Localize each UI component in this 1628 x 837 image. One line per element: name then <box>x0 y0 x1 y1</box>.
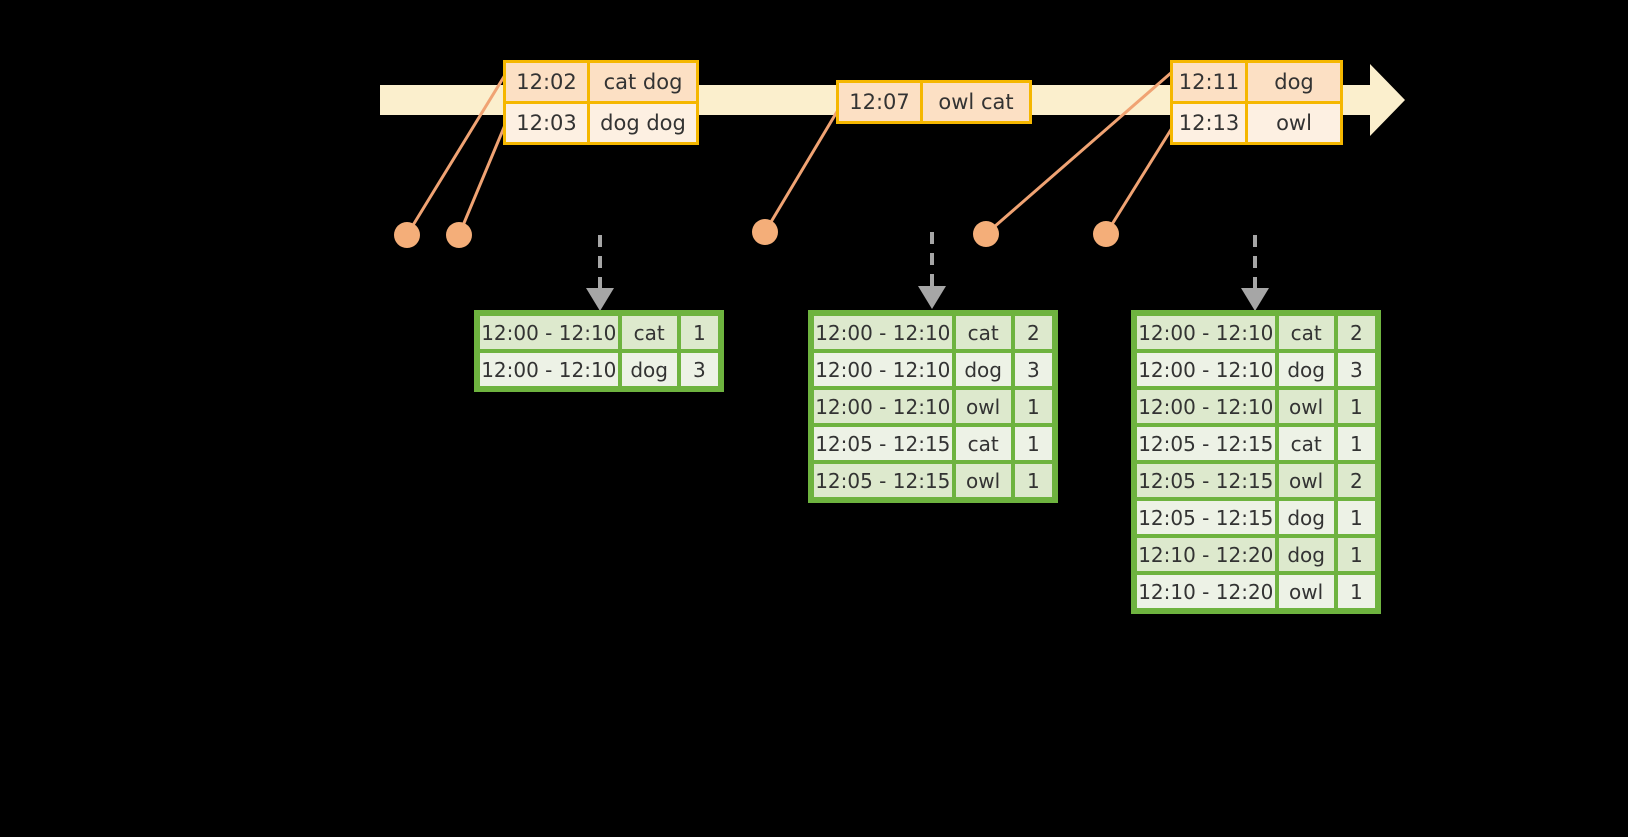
table-cell-key: dog <box>955 353 1011 386</box>
table-cell-window: 12:00 - 12:10 <box>814 353 952 386</box>
event-row: 12:07 owl cat <box>839 83 1029 121</box>
table-cell-key: owl <box>1278 464 1334 497</box>
table-cell-count: 2 <box>1014 316 1052 349</box>
table-cell-window: 12:00 - 12:10 <box>1137 316 1275 349</box>
event-time: 12:03 <box>506 104 590 142</box>
table-row: 12:00 - 12:10 cat 2 <box>812 314 1054 351</box>
event-words: cat dog <box>590 63 696 101</box>
table-cell-key: cat <box>955 427 1011 460</box>
event-words: owl <box>1248 104 1340 142</box>
event-marker-dots <box>394 219 1119 248</box>
table-cell-window: 12:05 - 12:15 <box>1137 464 1275 497</box>
table-cell-window: 12:05 - 12:15 <box>1137 501 1275 534</box>
event-row: 12:02 cat dog <box>506 63 696 101</box>
table-cell-key: cat <box>621 316 677 349</box>
table-row: 12:00 - 12:10 owl 1 <box>812 388 1054 425</box>
table-row: 12:10 - 12:20 owl 1 <box>1135 573 1377 610</box>
table-row: 12:05 - 12:15 owl 1 <box>812 462 1054 499</box>
table-cell-count: 1 <box>1014 464 1052 497</box>
event-dot-3 <box>752 219 778 245</box>
table-cell-key: dog <box>1278 538 1334 571</box>
emit-arrow-heads <box>586 286 1269 311</box>
table-cell-key: owl <box>1278 575 1334 608</box>
table-cell-count: 1 <box>1337 575 1375 608</box>
table-cell-window: 12:00 - 12:10 <box>1137 353 1275 386</box>
event-words: owl cat <box>923 83 1029 121</box>
event-box-1: 12:02 cat dog 12:03 dog dog <box>503 60 699 145</box>
event-dot-2 <box>446 222 472 248</box>
emit-arrow-head-3 <box>1241 288 1269 311</box>
result-table-2: 12:00 - 12:10 cat 2 12:00 - 12:10 dog 3 … <box>808 310 1058 503</box>
event-box-3: 12:11 dog 12:13 owl <box>1170 60 1343 145</box>
table-cell-key: dog <box>621 353 677 386</box>
table-row: 12:05 - 12:15 cat 1 <box>1135 425 1377 462</box>
table-row: 12:00 - 12:10 owl 1 <box>1135 388 1377 425</box>
event-dot-1 <box>394 222 420 248</box>
event-dot-5 <box>1093 221 1119 247</box>
table-row: 12:00 - 12:10 dog 3 <box>478 351 720 388</box>
table-cell-window: 12:00 - 12:10 <box>814 390 952 423</box>
event-box-2: 12:07 owl cat <box>836 80 1032 124</box>
table-cell-window: 12:05 - 12:15 <box>814 427 952 460</box>
table-cell-key: dog <box>1278 501 1334 534</box>
table-cell-window: 12:00 - 12:10 <box>1137 390 1275 423</box>
event-row: 12:13 owl <box>1173 101 1340 142</box>
table-row: 12:05 - 12:15 owl 2 <box>1135 462 1377 499</box>
event-time: 12:11 <box>1173 63 1248 101</box>
event-words: dog <box>1248 63 1340 101</box>
table-cell-key: owl <box>955 464 1011 497</box>
table-cell-key: cat <box>1278 316 1334 349</box>
table-row: 12:00 - 12:10 dog 3 <box>1135 351 1377 388</box>
event-words: dog dog <box>590 104 696 142</box>
table-row: 12:05 - 12:15 dog 1 <box>1135 499 1377 536</box>
table-cell-count: 2 <box>1337 464 1375 497</box>
table-cell-window: 12:00 - 12:10 <box>480 316 618 349</box>
table-row: 12:00 - 12:10 dog 3 <box>812 351 1054 388</box>
table-row: 12:00 - 12:10 cat 2 <box>1135 314 1377 351</box>
table-cell-count: 1 <box>1014 390 1052 423</box>
emit-arrow-head-2 <box>918 286 946 309</box>
table-cell-window: 12:10 - 12:20 <box>1137 538 1275 571</box>
table-cell-key: cat <box>955 316 1011 349</box>
table-cell-count: 1 <box>1337 390 1375 423</box>
event-dot-4 <box>973 221 999 247</box>
table-row: 12:00 - 12:10 cat 1 <box>478 314 720 351</box>
table-row: 12:05 - 12:15 cat 1 <box>812 425 1054 462</box>
table-row: 12:10 - 12:20 dog 1 <box>1135 536 1377 573</box>
table-cell-count: 1 <box>680 316 718 349</box>
table-cell-count: 2 <box>1337 316 1375 349</box>
event-row: 12:11 dog <box>1173 63 1340 101</box>
result-table-3: 12:00 - 12:10 cat 2 12:00 - 12:10 dog 3 … <box>1131 310 1381 614</box>
table-cell-count: 1 <box>1337 501 1375 534</box>
table-cell-window: 12:00 - 12:10 <box>480 353 618 386</box>
result-table-1: 12:00 - 12:10 cat 1 12:00 - 12:10 dog 3 <box>474 310 724 392</box>
table-cell-count: 3 <box>1337 353 1375 386</box>
event-time: 12:13 <box>1173 104 1248 142</box>
event-time: 12:07 <box>839 83 923 121</box>
event-row: 12:03 dog dog <box>506 101 696 142</box>
table-cell-window: 12:05 - 12:15 <box>814 464 952 497</box>
table-cell-key: owl <box>955 390 1011 423</box>
table-cell-key: owl <box>1278 390 1334 423</box>
table-cell-count: 1 <box>1337 538 1375 571</box>
emit-arrow-head-1 <box>586 288 614 311</box>
table-cell-count: 3 <box>1014 353 1052 386</box>
table-cell-window: 12:05 - 12:15 <box>1137 427 1275 460</box>
emit-arrows <box>598 232 1257 290</box>
table-cell-count: 3 <box>680 353 718 386</box>
table-cell-key: cat <box>1278 427 1334 460</box>
table-cell-count: 1 <box>1014 427 1052 460</box>
table-cell-key: dog <box>1278 353 1334 386</box>
table-cell-count: 1 <box>1337 427 1375 460</box>
table-cell-window: 12:00 - 12:10 <box>814 316 952 349</box>
table-cell-window: 12:10 - 12:20 <box>1137 575 1275 608</box>
event-time: 12:02 <box>506 63 590 101</box>
